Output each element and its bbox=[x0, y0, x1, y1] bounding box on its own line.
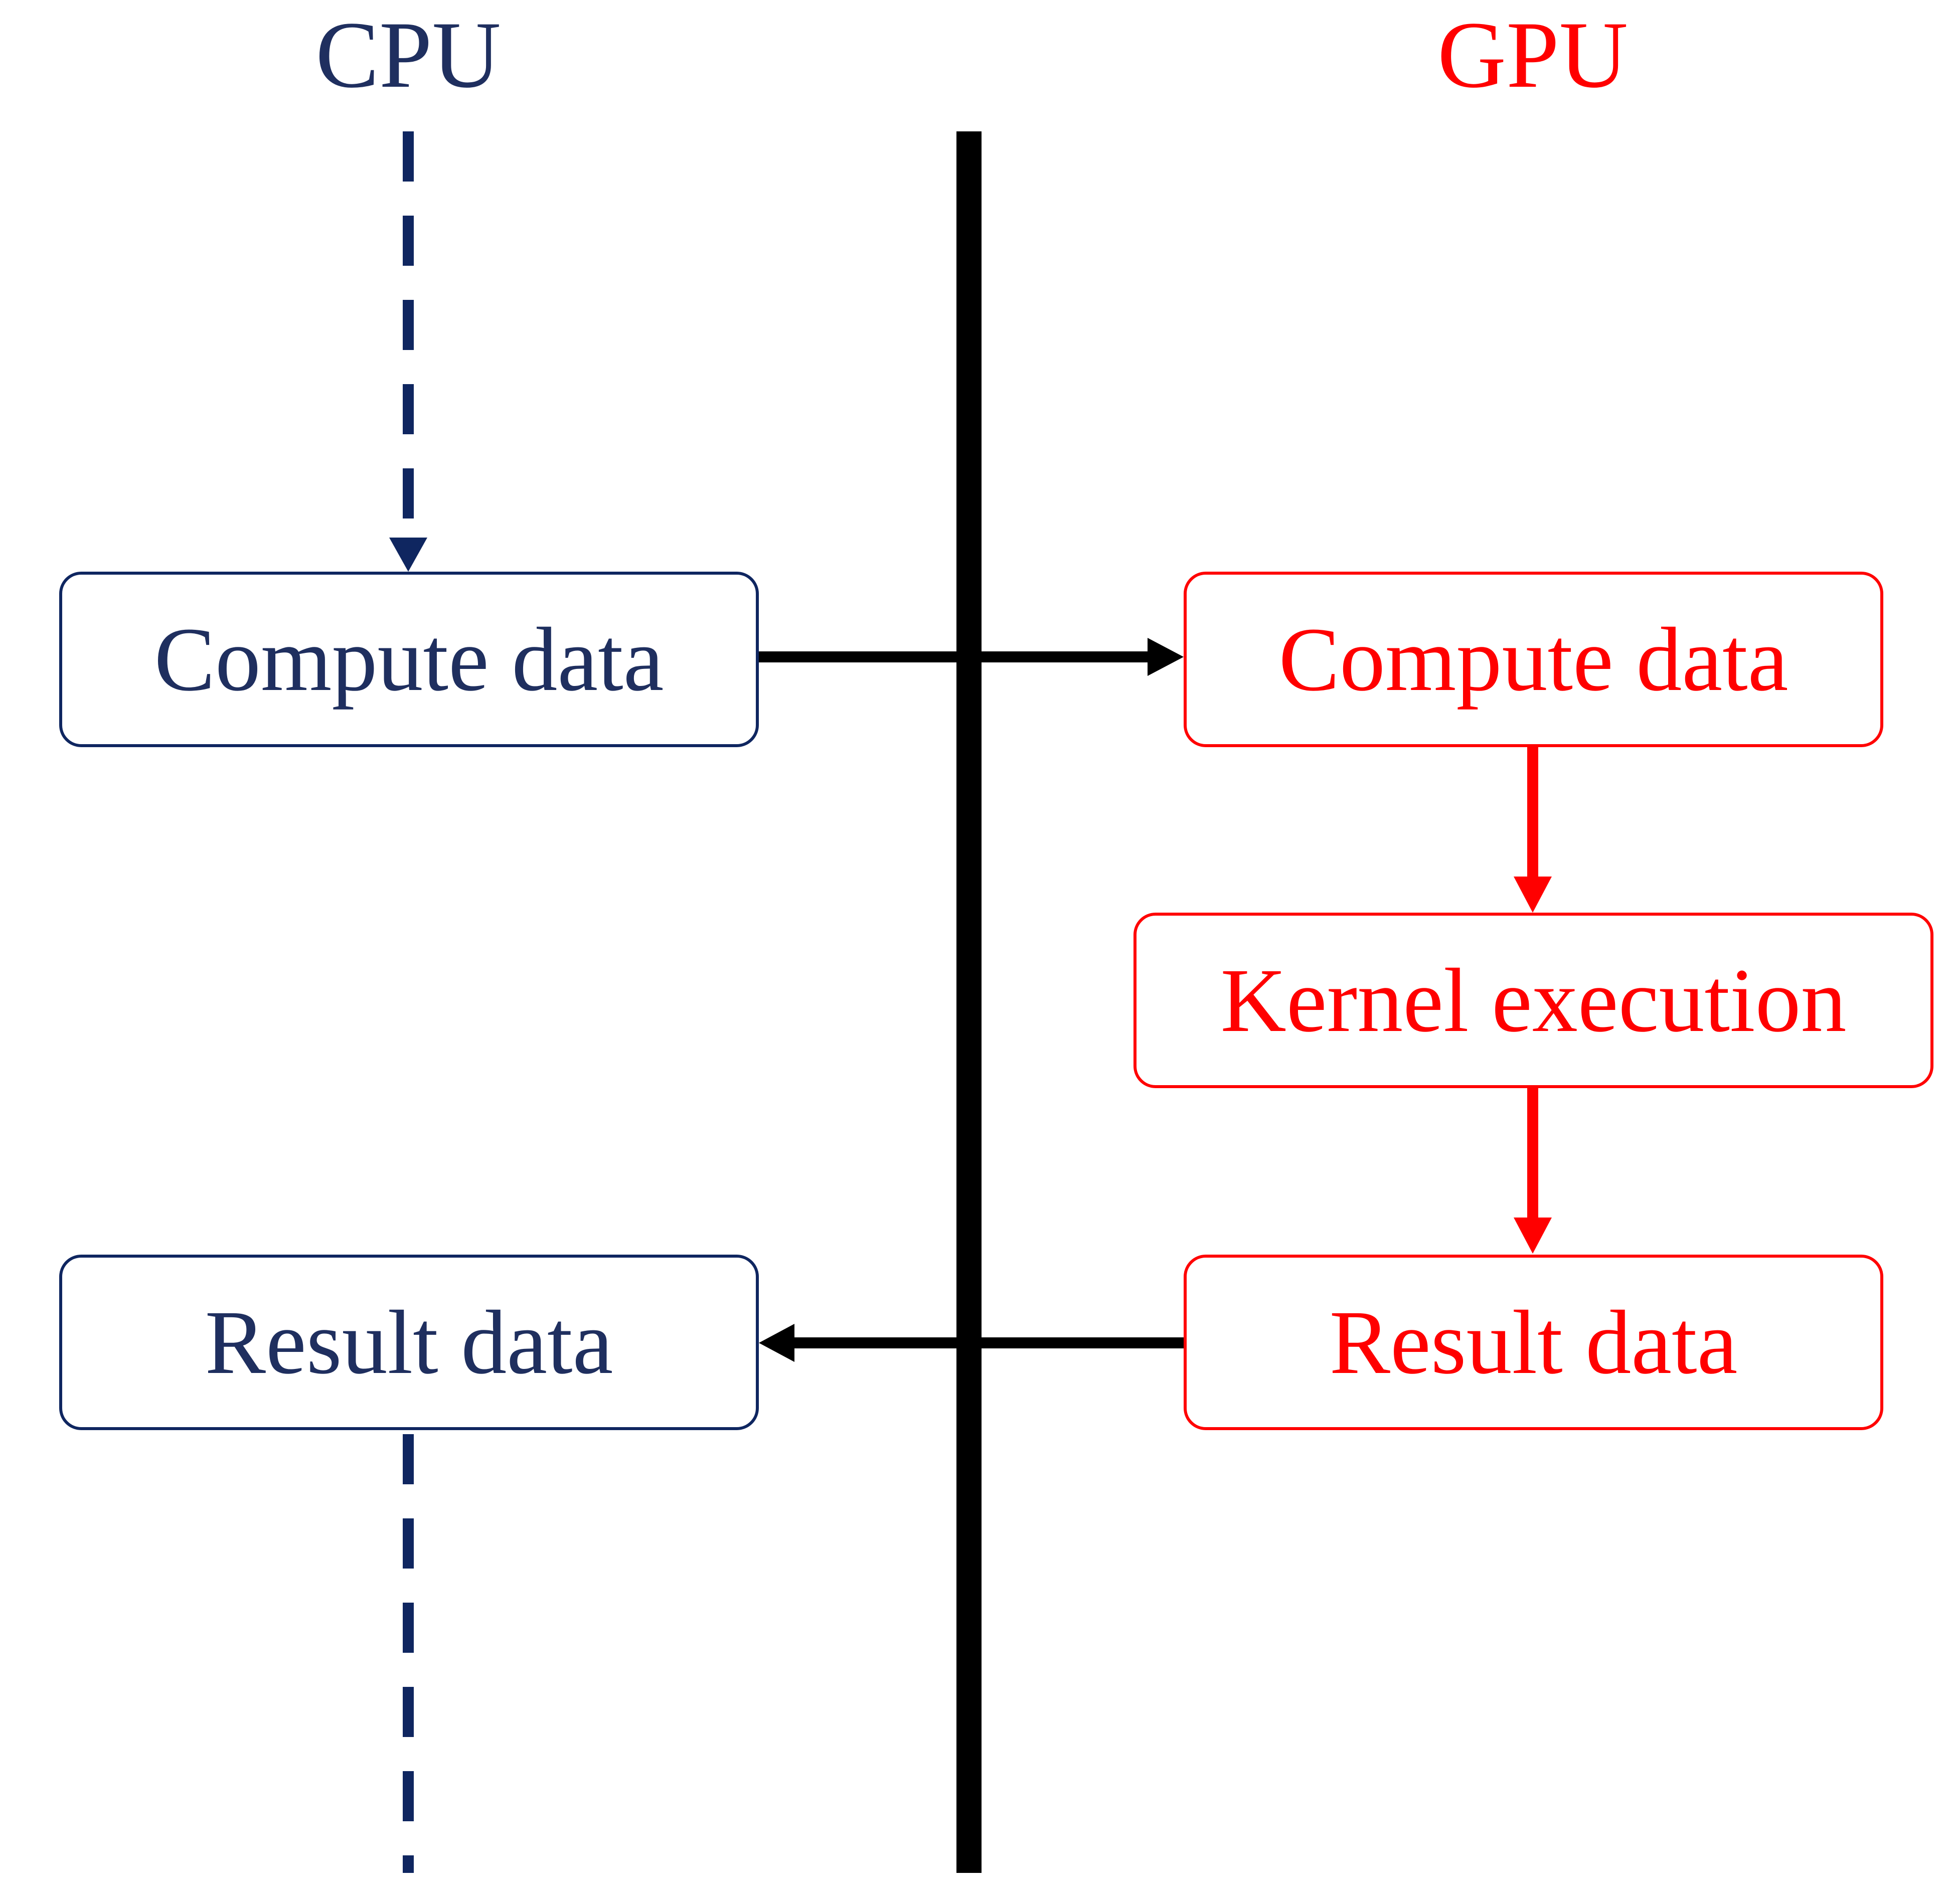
cpu-lane-title: CPU bbox=[315, 3, 501, 108]
gpu-result-data-label: Result data bbox=[1329, 1292, 1738, 1393]
cpu-timeline-arrowhead bbox=[389, 538, 427, 572]
gpu-compute-to-kernel-arrowhead bbox=[1514, 877, 1552, 913]
gpu-kernel-to-result-arrowhead bbox=[1514, 1218, 1552, 1254]
gpu-kernel-execution-label: Kernel execution bbox=[1220, 950, 1847, 1051]
transfer-to-gpu-arrowhead bbox=[1148, 638, 1184, 676]
gpu-compute-data-label: Compute data bbox=[1278, 609, 1789, 710]
gpu-lane-title: GPU bbox=[1437, 3, 1629, 108]
cpu-compute-data-box: Compute data bbox=[59, 572, 759, 747]
gpu-compute-data-box: Compute data bbox=[1184, 572, 1883, 747]
cpu-result-data-label: Result data bbox=[205, 1292, 613, 1393]
gpu-kernel-execution-box: Kernel execution bbox=[1133, 913, 1933, 1088]
gpu-result-data-box: Result data bbox=[1184, 1255, 1883, 1430]
cpu-compute-data-label: Compute data bbox=[154, 609, 664, 710]
transfer-to-cpu-arrowhead bbox=[759, 1324, 794, 1362]
cpu-result-data-box: Result data bbox=[59, 1255, 759, 1430]
